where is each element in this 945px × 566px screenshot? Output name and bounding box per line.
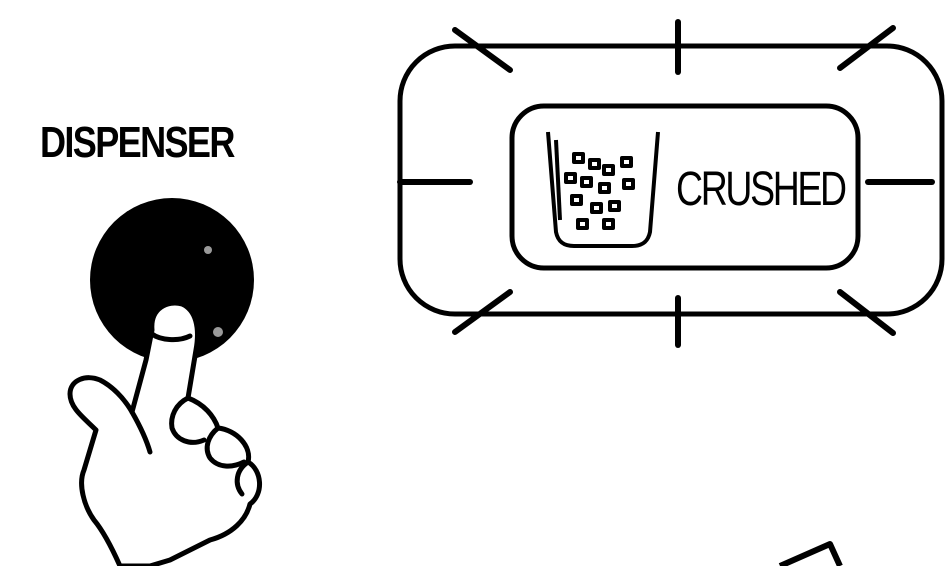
- dispenser-label: DISPENSER: [40, 118, 235, 167]
- arrow-fragment-icon: [778, 541, 843, 566]
- display-outer-frame: [397, 43, 945, 317]
- crushed-mode-label: CRUSHED: [676, 163, 847, 216]
- crushed-mode-button[interactable]: [509, 103, 861, 271]
- crushed-ice-cup-icon: [546, 131, 660, 248]
- round-push-button-icon[interactable]: [90, 198, 254, 362]
- pressing-hand-icon: [67, 295, 262, 566]
